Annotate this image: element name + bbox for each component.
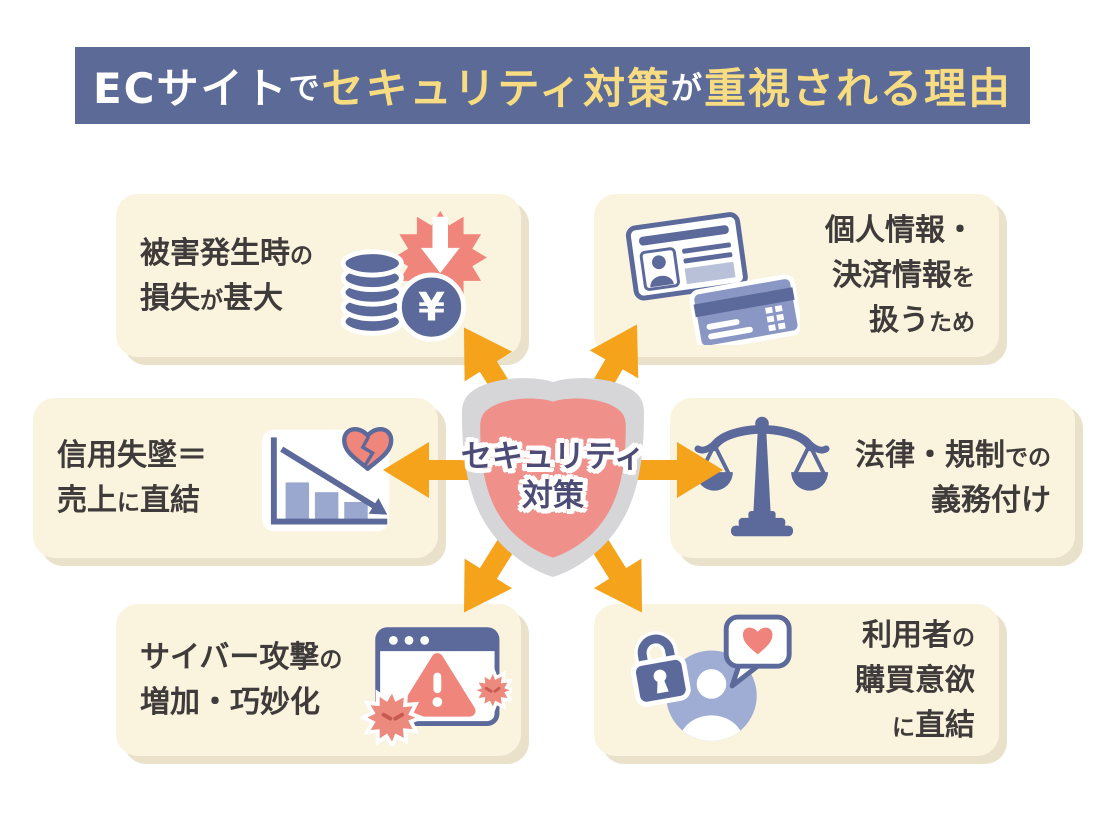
card-text-line: 増加・巧妙化 bbox=[140, 685, 320, 720]
reason-card-cyber-attacks: サイバー攻撃の 増加・巧妙化 bbox=[116, 604, 521, 756]
declining-chart-broken-heart-icon bbox=[262, 426, 394, 532]
card-text-line: 売上に直結 bbox=[57, 483, 200, 518]
card-text-line: 決済情報を bbox=[832, 258, 975, 293]
card-text: 信用失墜＝ 売上に直結 bbox=[57, 433, 244, 523]
reason-card-damage-loss: 被害発生時の 損失が甚大 ¥ bbox=[116, 194, 521, 357]
card-text: サイバー攻撃の 増加・巧妙化 bbox=[140, 635, 342, 725]
card-text-line: サイバー攻撃の bbox=[140, 640, 343, 675]
yen-coins-crash-icon: ¥ bbox=[340, 210, 487, 342]
card-text: 個人情報・ 決済情報を 扱うため bbox=[808, 208, 975, 343]
shield-label-line2: 対策 bbox=[522, 477, 584, 514]
card-text-line: 信用失墜＝ bbox=[57, 438, 207, 473]
card-text-line: 利用者の bbox=[862, 617, 975, 653]
card-text-line: 購買意欲 bbox=[855, 662, 975, 698]
reason-card-legal-obligation: 法律・規制での 義務付け bbox=[670, 398, 1075, 558]
card-text-line: 義務付け bbox=[931, 483, 1051, 518]
card-text: 法律・規制での 義務付け bbox=[838, 433, 1051, 523]
browser-warning-virus-icon bbox=[359, 627, 513, 746]
shield-label-line1: セキュリティ bbox=[460, 439, 646, 475]
card-text-line: 被害発生時の bbox=[140, 235, 313, 271]
svg-text:¥: ¥ bbox=[418, 285, 445, 330]
id-card-credit-card-icon bbox=[625, 211, 800, 345]
reason-card-personal-payment-data: 個人情報・ 決済情報を 扱うため bbox=[594, 194, 999, 357]
user-lock-heart-icon bbox=[631, 614, 792, 741]
card-text-line: 個人情報・ bbox=[825, 213, 975, 248]
card-text: 被害発生時の 損失が甚大 bbox=[140, 231, 323, 321]
card-text-line: に直結 bbox=[892, 707, 975, 743]
card-text-line: 扱うため bbox=[869, 303, 975, 338]
title-banner: ECサイトでセキュリティ対策が重視される理由 bbox=[75, 47, 1030, 124]
card-text-line: 法律・規制での bbox=[855, 438, 1051, 473]
card-text: 利用者の 購買意欲 に直結 bbox=[808, 613, 975, 748]
shield-label: セキュリティ 対策 bbox=[443, 438, 663, 516]
card-text-line: 損失が甚大 bbox=[140, 280, 283, 316]
balance-scale-icon bbox=[694, 416, 830, 537]
reason-card-trust-loss-sales: 信用失墜＝ 売上に直結 bbox=[33, 398, 438, 558]
reason-card-purchase-motivation: 利用者の 購買意欲 に直結 bbox=[594, 604, 999, 756]
